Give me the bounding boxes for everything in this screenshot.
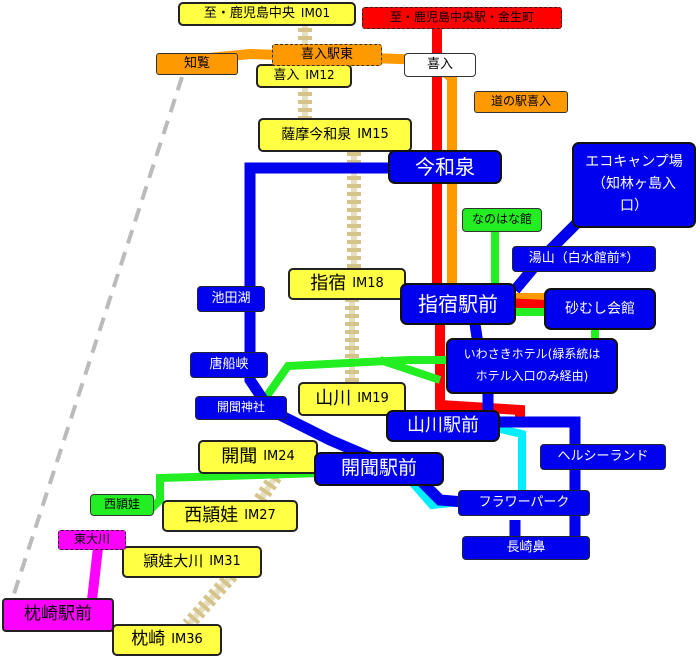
bus-stop-red-top[interactable]: 至・鹿児島中央駅・金生町 <box>362 7 562 29</box>
magenta-route-line <box>87 547 103 601</box>
stop-label: 西頴娃 <box>103 497 140 512</box>
stop-label: 東大川 <box>73 532 110 547</box>
bus-stop-chiran[interactable]: 知覧 <box>156 53 238 75</box>
jr-station-makurazaki[interactable]: 枕崎 IM36 <box>112 624 222 656</box>
bus-stop-imaizumi[interactable]: 今和泉 <box>388 150 502 184</box>
stop-label: 池田湖 <box>211 290 251 306</box>
bus-stop-ikedako[interactable]: 池田湖 <box>197 286 265 312</box>
station-name: 枕崎 <box>131 629 166 650</box>
bus-stop-michinoeki[interactable]: 道の駅喜入 <box>474 91 568 113</box>
station-code: IM36 <box>171 631 203 647</box>
stop-label: 長崎鼻 <box>506 539 546 555</box>
station-code: IM19 <box>357 390 389 406</box>
bus-stop-karafunekyo[interactable]: 唐船峡 <box>190 352 268 378</box>
chiran-route-line <box>10 76 184 601</box>
stop-label: 砂むし会館 <box>565 300 635 317</box>
stop-label: エコキャンプ場（知林ヶ島入口） <box>585 154 683 214</box>
station-code: IM15 <box>357 126 389 142</box>
station-code: IM24 <box>263 448 295 464</box>
stop-label: 今和泉 <box>415 154 475 179</box>
bus-stop-iwasaki[interactable]: いわさきホテル(緑系統はホテル入口のみ経由) <box>446 338 618 394</box>
bus-stop-higashi-okawa[interactable]: 東大川 <box>58 530 126 550</box>
stop-label: 指宿駅前 <box>418 291 498 316</box>
station-code: IM18 <box>352 275 384 291</box>
station-code: IM01 <box>300 6 331 21</box>
bus-stop-yuyama[interactable]: 湯山（白水館前*） <box>512 246 656 272</box>
bus-stop-flower-park[interactable]: フラワーパーク <box>458 490 590 516</box>
stop-label: 枕崎駅前 <box>24 604 92 625</box>
stop-label: フラワーパーク <box>478 494 570 510</box>
stop-label: 道の駅喜入 <box>490 94 551 109</box>
bus-stop-kiire-higashi[interactable]: 喜入駅東 <box>272 44 382 66</box>
stop-label: 知覧 <box>183 55 210 71</box>
jr-line <box>182 12 361 630</box>
station-name: 開聞 <box>221 445 258 467</box>
bus-stop-yamakawa-ekimae[interactable]: 山川駅前 <box>386 410 500 442</box>
stop-label: 喜入駅東 <box>300 46 353 62</box>
station-code: IM31 <box>209 553 241 569</box>
stop-label: 湯山（白水館前*） <box>528 250 640 266</box>
stop-label: ヘルシーランド <box>557 448 649 464</box>
station-name: 山川 <box>315 387 352 409</box>
bus-stop-healthy-land[interactable]: ヘルシーランド <box>540 444 666 470</box>
bus-stop-sunamushi[interactable]: 砂むし会館 <box>544 288 656 330</box>
bus-stop-nishiei-green[interactable]: 西頴娃 <box>90 494 154 516</box>
station-name: 頴娃大川 <box>143 552 204 571</box>
stop-label: いわさきホテル(緑系統はホテル入口のみ経由) <box>463 347 601 383</box>
jr-station-imaizumi[interactable]: 薩摩今和泉 IM15 <box>258 118 412 152</box>
bus-stop-nanohana[interactable]: なのはな館 <box>462 208 542 232</box>
bus-stop-kiire-white[interactable]: 喜入 <box>404 53 476 77</box>
stop-label: 至・鹿児島中央駅・金生町 <box>389 10 534 25</box>
jr-station-kiire[interactable]: 喜入 IM12 <box>256 64 352 88</box>
jr-station-ibusuki[interactable]: 指宿 IM18 <box>288 268 406 300</box>
jr-station-top[interactable]: 至・鹿児島中央 IM01 <box>178 2 356 26</box>
stop-label: 唐船峡 <box>209 356 249 372</box>
stop-label: なのはな館 <box>471 212 532 227</box>
jr-station-eiokawa[interactable]: 頴娃大川 IM31 <box>122 546 262 578</box>
bus-stop-ibusuki-ekimae[interactable]: 指宿駅前 <box>400 283 516 325</box>
station-name: 指宿 <box>310 272 347 294</box>
station-name: 至・鹿児島中央 <box>203 5 295 21</box>
stop-label: 山川駅前 <box>407 414 479 436</box>
station-code: IM12 <box>305 68 335 83</box>
bus-stop-kaimon-ekimae[interactable]: 開聞駅前 <box>314 452 444 486</box>
station-name: 西頴娃 <box>184 504 239 526</box>
bus-stop-makurazaki-ekimae[interactable]: 枕崎駅前 <box>2 598 114 632</box>
station-code: IM27 <box>244 507 276 523</box>
stop-label: 喜入 <box>426 56 453 72</box>
station-name: 薩摩今和泉 <box>281 126 352 143</box>
stop-label: 開聞駅前 <box>340 457 417 480</box>
jr-station-nishiei[interactable]: 西頴娃 IM27 <box>162 500 298 532</box>
bus-stop-eco-camp[interactable]: エコキャンプ場（知林ヶ島入口） <box>572 142 696 228</box>
stop-label: 開聞神社 <box>216 400 265 415</box>
bus-stop-nagasakibana[interactable]: 長崎鼻 <box>462 536 590 560</box>
station-name: 喜入 <box>273 67 300 83</box>
jr-station-kaimon[interactable]: 開聞 IM24 <box>198 440 318 474</box>
bus-stop-kaimon-jinja[interactable]: 開聞神社 <box>195 396 287 420</box>
